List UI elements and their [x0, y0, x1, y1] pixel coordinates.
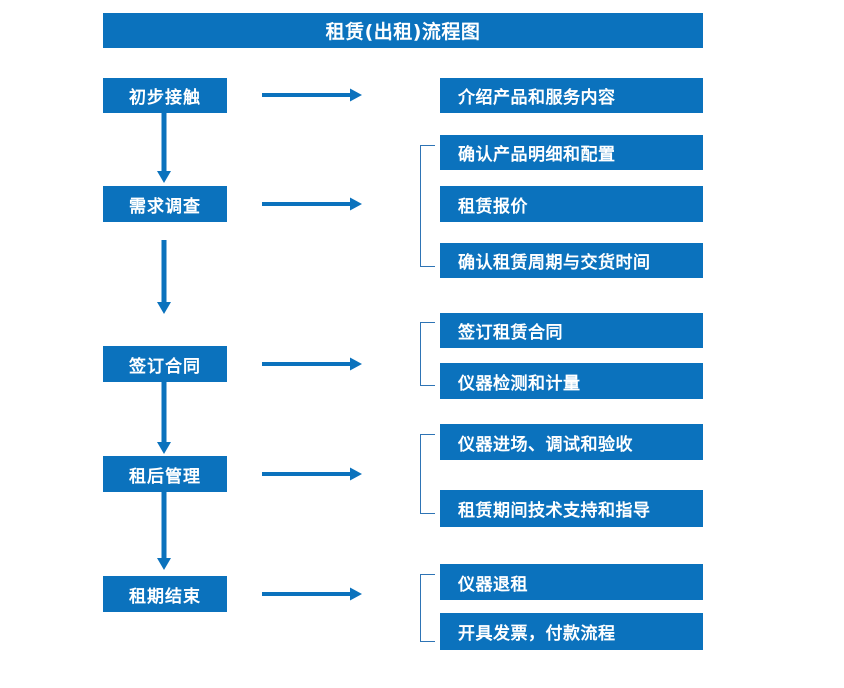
detail-box-1-1[interactable]: 介绍产品和服务内容 [440, 78, 703, 113]
detail-box-4-2[interactable]: 租赁期间技术支持和指导 [440, 490, 703, 527]
stage-box-5[interactable]: 租期结束 [103, 576, 227, 612]
detail-box-2-2[interactable]: 租赁报价 [440, 186, 703, 222]
detail-box-2-3[interactable]: 确认租赁周期与交货时间 [440, 243, 703, 278]
detail-box-4-1[interactable]: 仪器进场、调试和验收 [440, 424, 703, 460]
detail-box-2-1[interactable]: 确认产品明细和配置 [440, 135, 703, 170]
right-arrow-icon [262, 197, 362, 211]
stage-box-3[interactable]: 签订合同 [103, 346, 227, 382]
group-bracket-icon [420, 145, 435, 267]
down-arrow-icon [157, 240, 171, 314]
detail-box-5-2[interactable]: 开具发票，付款流程 [440, 613, 703, 650]
group-bracket-icon [420, 574, 435, 642]
down-arrow-icon [157, 382, 171, 454]
right-arrow-icon [262, 467, 362, 481]
right-arrow-icon [262, 357, 362, 371]
stage-box-4[interactable]: 租后管理 [103, 456, 227, 492]
stage-box-1[interactable]: 初步接触 [103, 78, 227, 113]
detail-box-3-2[interactable]: 仪器检测和计量 [440, 363, 703, 399]
down-arrow-icon [157, 492, 171, 570]
group-bracket-icon [420, 322, 435, 386]
right-arrow-icon [262, 88, 362, 102]
detail-box-5-1[interactable]: 仪器退租 [440, 564, 703, 600]
stage-box-2[interactable]: 需求调查 [103, 186, 227, 222]
right-arrow-icon [262, 587, 362, 601]
page-title: 租赁(出租)流程图 [103, 13, 703, 48]
detail-box-3-1[interactable]: 签订租赁合同 [440, 313, 703, 348]
group-bracket-icon [420, 434, 435, 514]
down-arrow-icon [157, 113, 171, 183]
